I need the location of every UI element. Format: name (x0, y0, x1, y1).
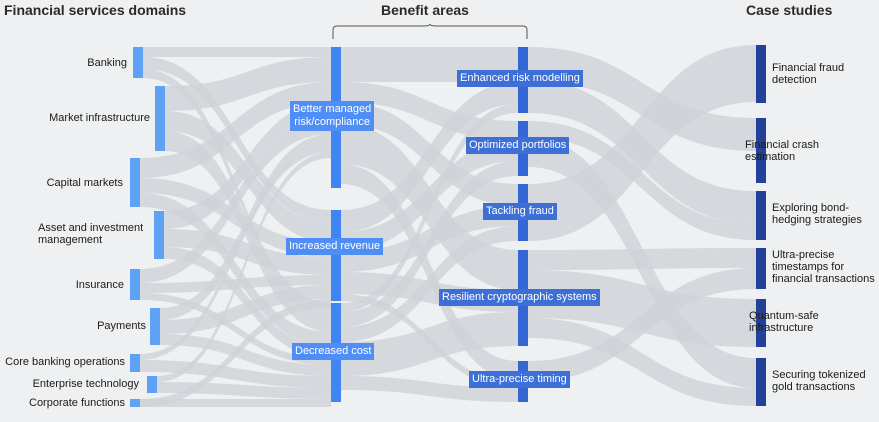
flow-domain-benefit (160, 285, 331, 334)
flow-benefit-area (341, 164, 518, 381)
case-node (756, 118, 766, 183)
domain-node (130, 354, 140, 372)
case-node (756, 45, 766, 103)
flow-domain-benefit (165, 57, 331, 111)
flow-domain-benefit (140, 193, 331, 346)
flow-domain-benefit (143, 57, 331, 222)
flow-domain-benefit (140, 275, 331, 293)
domain-node (154, 211, 164, 259)
case-node (756, 358, 766, 406)
flow-benefit-area (341, 141, 518, 252)
flow-domain-benefit (140, 399, 331, 407)
flow-domain-benefit (143, 47, 331, 57)
flow-benefit-area (341, 82, 518, 232)
domain-node (133, 47, 143, 78)
flow-area-case (528, 45, 756, 241)
flow-domain-benefit (140, 82, 331, 178)
case-node (756, 248, 766, 289)
case-study-label: Exploring bond-hedging strategies (772, 202, 862, 226)
domain-label: Capital markets (46, 177, 123, 189)
case-node (756, 299, 766, 347)
domain-node (130, 399, 140, 407)
header-cases: Case studies (746, 2, 833, 18)
flow-area-case (528, 248, 756, 270)
domain-node (150, 308, 160, 345)
flow-domain-benefit (160, 334, 331, 376)
flow-area-case (528, 47, 756, 151)
flow-benefit-area (341, 312, 518, 376)
header-benefits: Benefit areas (381, 2, 469, 18)
domain-label: Market infrastructure (49, 112, 150, 124)
flow-area-case (528, 318, 756, 406)
case-node (756, 191, 766, 240)
domain-label: Enterprise technology (32, 378, 139, 390)
domain-node (147, 376, 157, 393)
flow-domain-benefit (143, 69, 331, 312)
benefit-area-label: Resilient cryptographic systems (439, 289, 600, 306)
flow-area-case (528, 268, 756, 382)
benefit-label: Increased revenue (286, 238, 384, 255)
benefit-area-label: Optimized portfolios (466, 137, 570, 154)
domain-label: Insurance (75, 279, 124, 291)
benefit-areas-bracket (332, 24, 528, 39)
flow-links (140, 45, 756, 407)
domain-node (130, 158, 140, 207)
domain-label: Corporate functions (29, 397, 125, 409)
domain-node (155, 86, 165, 151)
benefit-area-label: Enhanced risk modelling (457, 70, 583, 87)
flow-domain-benefit (140, 178, 331, 257)
header-domains: Financial services domains (4, 2, 187, 18)
flow-benefit-area (341, 376, 518, 402)
flow-domain-benefit (140, 299, 331, 407)
domain-label: Payments (97, 320, 146, 332)
flow-benefit-area (341, 104, 518, 312)
domain-node (130, 269, 140, 300)
flow-domain-benefit (157, 152, 331, 382)
flow-benefit-area (341, 161, 518, 327)
benefit-node (331, 210, 341, 301)
domain-label: Banking (87, 57, 127, 69)
benefit-label: Decreased cost (292, 343, 375, 360)
flow-domain-benefit (140, 120, 331, 283)
flow-area-case (528, 121, 756, 240)
flow-domain-benefit (140, 293, 331, 365)
benefit-area-label: Ultra-precise timing (469, 371, 570, 388)
flow-domain-benefit (140, 146, 331, 360)
flow-benefit-area (341, 226, 518, 342)
domain-label: Core banking operations (5, 356, 125, 368)
flow-domain-benefit (164, 102, 331, 229)
flow-domain-benefit (160, 134, 331, 320)
benefit-area-label: Tackling fraud (483, 203, 557, 220)
